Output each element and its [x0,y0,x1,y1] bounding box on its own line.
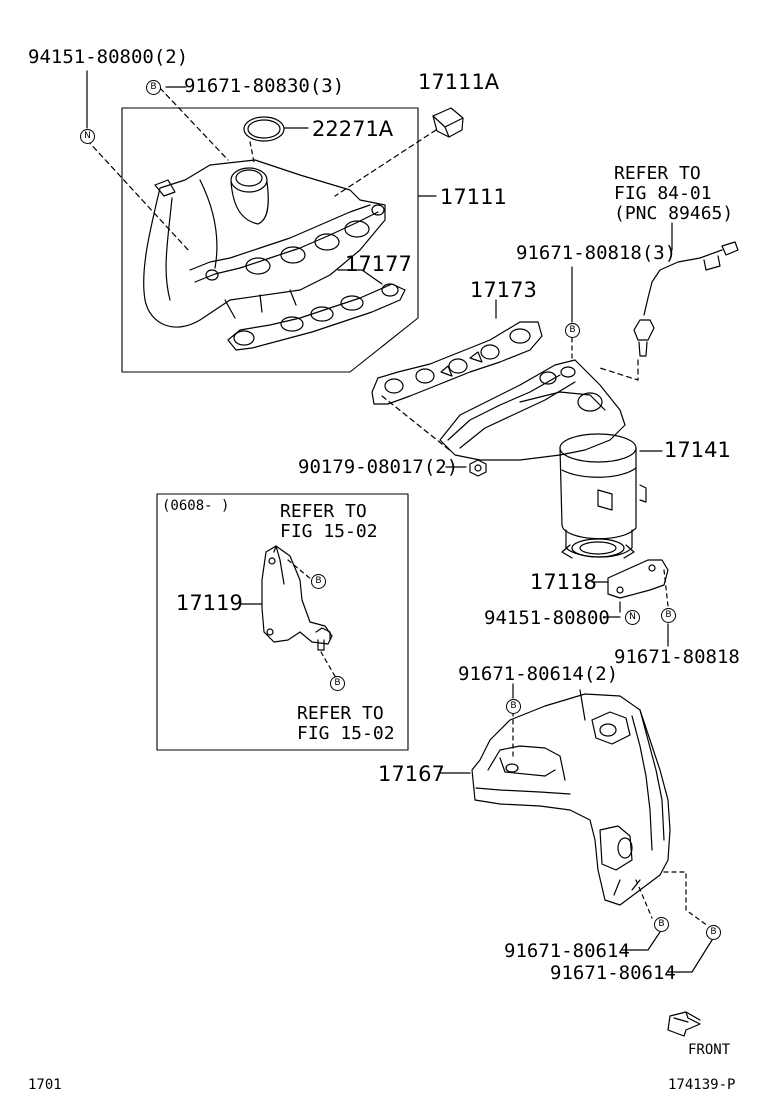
front-label: FRONT [688,1042,731,1058]
refer-fig15-top-line2: FIG 15-02 [280,521,378,542]
figure-code: 174139-P [668,1077,736,1093]
label-91671-80830-3: 91671-80830(3) [184,75,345,97]
refer-fig84-line1: REFER TO [614,163,701,184]
label-22271A: 22271A [312,117,394,141]
refer-fig84-line3: (PNC 89465) [614,203,734,224]
inset-box [156,493,409,751]
label-91671-80614-2: 91671-80614(2) [458,663,619,685]
label-94151-80800-2: 94151-80800(2) [28,46,189,68]
label-17167: 17167 [378,762,445,786]
refer-fig84-line2: FIG 84-01 [614,183,712,204]
label-17119: 17119 [176,591,243,615]
exhaust-manifold-17111 [143,159,386,328]
nut-90179-08017 [469,459,487,477]
gasket-ring-22271A [243,116,285,142]
label-94151-80800: 94151-80800 [484,607,610,629]
label-90179-08017-2: 90179-08017(2) [298,456,459,478]
oxygen-sensor [633,241,739,357]
refer-fig15-bottom-line1: REFER TO [297,703,384,724]
label-17141: 17141 [664,438,731,462]
refer-fig15-bottom-line2: FIG 15-02 [297,723,395,744]
label-17111: 17111 [440,185,507,209]
marker-b-91671-80818-3: B [565,323,580,338]
marker-b-91671-80818: B [661,608,676,623]
manifold-gasket-17177 [227,283,406,351]
marker-n-94151-80800: N [625,610,640,625]
label-91671-80614-b: 91671-80614 [550,962,676,984]
front-arrow-icon [667,1011,701,1037]
marker-b-91671-80614-2: B [506,699,521,714]
marker-b-refer-fig15-top: B [311,574,326,589]
label-91671-80818-3: 91671-80818(3) [516,242,677,264]
refer-fig15-top-line1: REFER TO [280,501,367,522]
marker-n-94151: N [80,129,95,144]
page-code: 1701 [28,1077,62,1093]
marker-b-91671-80614-a: B [654,917,669,932]
heat-insulator-17167 [471,689,671,906]
exhaust-gasket-17173 [371,321,543,405]
bracket-17118 [607,559,669,599]
label-91671-80818: 91671-80818 [614,646,740,668]
label-17173: 17173 [470,278,537,302]
marker-b-refer-fig15-bottom: B [330,676,345,691]
label-17118: 17118 [530,570,597,594]
exhaust-manifold-converter-17141 [439,359,647,559]
marker-b-91671-80830: B [146,80,161,95]
label-17111A: 17111A [418,70,500,94]
manifold-group-box [121,107,419,373]
marker-b-91671-80614-b: B [706,925,721,940]
label-91671-80614-a: 91671-80614 [504,940,630,962]
inset-date-range: (0608- ) [162,498,230,514]
sleeve-17111A [432,107,464,138]
label-17177: 17177 [345,252,412,276]
bracket-17119 [261,545,333,651]
